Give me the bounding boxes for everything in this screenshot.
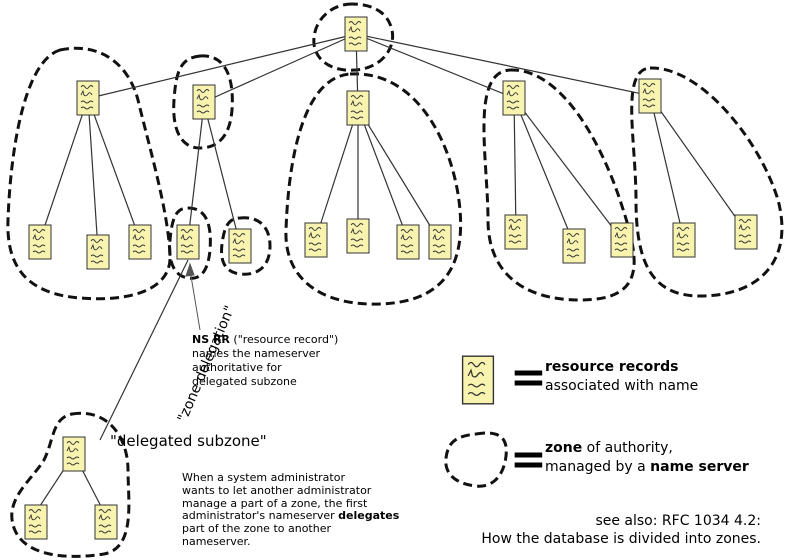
delegation-line3: manage a part of a zone, the first xyxy=(182,496,368,510)
delegation-note: When a system administrator wants to let… xyxy=(182,471,400,549)
delegation-line2: wants to let another administrator xyxy=(182,483,372,497)
rr-center-3 xyxy=(396,224,420,260)
zone-outlines xyxy=(6,2,784,558)
zone-root xyxy=(312,2,395,72)
ns-rr-line2: names the nameserver xyxy=(192,347,320,360)
delegation-line6: nameserver. xyxy=(182,534,251,548)
ns-rr-line4: delegated subzone xyxy=(192,375,297,388)
rr-small-top xyxy=(192,84,216,120)
delegation-line1: When a system administrator xyxy=(182,471,345,484)
legend-zone-shape xyxy=(444,431,508,488)
delegation-line4-bold: delegates xyxy=(338,509,400,523)
rr-right-parent xyxy=(638,78,662,114)
zone-right xyxy=(630,66,784,298)
ns-rr-arrow xyxy=(185,262,201,331)
legend-zone-text: zone of authority, managed by a name ser… xyxy=(545,439,749,477)
legend-rr-icon xyxy=(461,355,495,405)
rr-small-b xyxy=(228,228,252,264)
rr-center-4 xyxy=(428,224,452,260)
zone-small-a xyxy=(168,206,212,280)
legend-rr-bold: resource records xyxy=(545,359,679,375)
rr-left-3 xyxy=(128,224,152,260)
zone-center-right xyxy=(482,68,636,302)
zone-small-top xyxy=(172,54,234,150)
ns-rr-line3: authoritative for xyxy=(192,361,282,374)
legend-rr-equals: = xyxy=(510,352,547,403)
rr-cr-parent xyxy=(502,80,526,116)
rr-cr-2 xyxy=(562,228,586,264)
ns-rr-bold: NS RR xyxy=(192,333,230,346)
rr-ns-record xyxy=(176,224,200,260)
rr-center-parent xyxy=(346,90,370,126)
delegated-subzone-label: "delegated subzone" xyxy=(110,432,267,450)
rr-root xyxy=(344,16,368,52)
rr-cr-3 xyxy=(610,222,634,258)
see-also-note: see also: RFC 1034 4.2: How the database… xyxy=(481,512,761,548)
rr-left-parent xyxy=(76,80,100,116)
rr-center-2 xyxy=(346,218,370,254)
delegation-line5: part of the zone to another xyxy=(182,522,331,536)
zone-center xyxy=(284,72,463,306)
rr-subzone-2 xyxy=(94,504,118,540)
legend-zone-line2-bold: name server xyxy=(650,459,749,475)
legend-zone-line2-pre: managed by a xyxy=(545,459,651,475)
rr-left-2 xyxy=(86,234,110,270)
legend-rr-rest: associated with name xyxy=(545,378,699,394)
delegation-line4-pre: administrator's nameserver xyxy=(182,509,339,523)
rr-center-1 xyxy=(304,222,328,258)
ns-rr-rest: ("resource record") xyxy=(229,333,339,346)
legend-rr-text: resource records associated with name xyxy=(545,358,698,396)
rr-subzone-1 xyxy=(24,504,48,540)
ns-rr-note: NS RR ("resource record") names the name… xyxy=(192,333,338,389)
rr-subzone-parent xyxy=(62,436,86,472)
legend-zone-bold: zone xyxy=(545,440,583,456)
rr-right-1 xyxy=(672,222,696,258)
zone-small-b xyxy=(220,216,272,276)
rr-right-2 xyxy=(734,214,758,250)
tree-edges xyxy=(35,33,747,517)
zone-left xyxy=(6,46,172,301)
see-also-line2: How the database is divided into zones. xyxy=(481,531,761,547)
legend-zone-rest: of authority, xyxy=(582,440,673,456)
legend-zone-equals: = xyxy=(510,434,547,485)
zone-delegated-subzone xyxy=(10,411,131,558)
rr-left-1 xyxy=(28,224,52,260)
rr-cr-1 xyxy=(504,214,528,250)
see-also-line1: see also: RFC 1034 4.2: xyxy=(595,513,761,529)
